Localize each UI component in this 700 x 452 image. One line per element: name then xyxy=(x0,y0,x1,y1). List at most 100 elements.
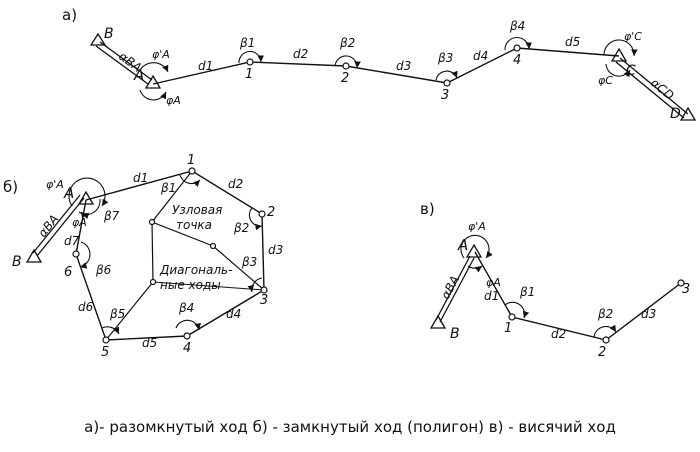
angle-phi-a-prime-label: φ'A xyxy=(46,178,64,191)
angle-phi-a-label: φA xyxy=(72,216,87,229)
panel-c-initial-side xyxy=(435,255,475,323)
angle-beta4-label: β4 xyxy=(178,301,194,315)
station-3-marker xyxy=(443,79,451,87)
node-point-label-line-2: точка xyxy=(176,218,212,232)
panel-a-label: а) xyxy=(62,6,77,24)
side-d5-label: d5 xyxy=(565,35,580,49)
station-6-label: 6 xyxy=(64,265,72,280)
side-d5-label: d5 xyxy=(142,336,157,350)
station-1-label: 1 xyxy=(245,67,253,82)
point-a-label: A xyxy=(133,66,144,84)
angle-beta6-arc xyxy=(79,241,91,269)
node-point-marker xyxy=(148,218,156,226)
station-2-marker xyxy=(602,336,610,344)
side-d7-label: d7 xyxy=(64,234,80,248)
side-d1-label: d1 xyxy=(133,171,148,185)
diagonal-label-line-2: ные ходы xyxy=(160,278,221,292)
angle-beta4-arc xyxy=(175,319,201,331)
side-d3-label: d3 xyxy=(268,243,283,257)
point-a-label: A xyxy=(457,236,468,254)
point-c-triangle-icon xyxy=(610,47,628,62)
point-b-label: B xyxy=(12,254,22,270)
station-6-marker xyxy=(72,250,80,258)
station-4-marker xyxy=(513,44,521,52)
diagonal-point-marker xyxy=(209,242,217,250)
angle-beta1-label: β1 xyxy=(160,181,176,195)
panel-b-initial-side xyxy=(32,194,85,257)
angle-beta1-arc xyxy=(179,174,201,188)
angle-beta2-arc xyxy=(248,207,263,231)
angle-phi-a-prime-arc xyxy=(68,177,109,207)
panel-c-traverse-line xyxy=(474,251,682,341)
angle-beta1-label: β1 xyxy=(239,36,255,50)
dir-angle-alpha-cd-label: αCD xyxy=(648,76,677,103)
angle-beta3-label: β3 xyxy=(241,255,257,269)
angle-beta5-label: β5 xyxy=(109,307,125,321)
angle-beta2-label: β2 xyxy=(233,221,249,235)
angle-phi-a-label: φA xyxy=(486,276,501,289)
station-3-marker xyxy=(677,279,685,287)
station-3-label: 3 xyxy=(682,282,690,297)
panel-b-label: б) xyxy=(3,178,18,196)
point-b-triangle-icon xyxy=(25,248,43,263)
angle-beta5-arc xyxy=(101,326,120,335)
angle-phi-c-label: φC xyxy=(598,74,613,87)
angle-phi-a-prime-label: φ'A xyxy=(468,220,486,233)
station-2-label: 2 xyxy=(341,71,349,86)
station-1-label: 1 xyxy=(187,153,195,168)
point-a-label: A xyxy=(63,184,74,202)
station-4-label: 4 xyxy=(513,53,521,68)
station-1-label: 1 xyxy=(504,321,512,336)
side-d4-label: d4 xyxy=(226,307,241,321)
side-d1-label: d1 xyxy=(484,289,499,303)
side-d2-label: d2 xyxy=(551,327,566,341)
station-5-marker xyxy=(102,336,110,344)
side-d1-label: d1 xyxy=(198,59,213,73)
side-d6-label: d6 xyxy=(78,300,94,314)
angle-beta7-label: β7 xyxy=(103,209,120,223)
point-a-triangle-icon xyxy=(77,190,95,205)
station-3-marker xyxy=(260,286,268,294)
angle-beta3-arc xyxy=(435,70,458,81)
angle-beta2-label: β2 xyxy=(339,36,355,50)
node-point-label-line-1: Узловая xyxy=(172,203,222,217)
figure-caption: а)- разомкнутый ход б) - замкнутый ход (… xyxy=(84,418,616,436)
point-b-label: B xyxy=(450,326,460,342)
point-b-label: B xyxy=(104,26,114,42)
angle-beta6-label: β6 xyxy=(95,263,112,277)
panel-c-hanging-traverse: в) A B 1 2 3 d1 d2 d3 β1 xyxy=(420,200,690,360)
side-d3-label: d3 xyxy=(641,307,656,321)
side-d2-label: d2 xyxy=(228,177,243,191)
angle-beta4-arc xyxy=(504,36,533,51)
station-3-label: 3 xyxy=(260,293,268,308)
station-1-marker xyxy=(188,167,196,175)
station-1-marker xyxy=(508,313,516,321)
angle-phi-a-arc xyxy=(139,89,167,101)
panel-a-initial-side xyxy=(95,41,153,85)
point-a-triangle-icon xyxy=(465,243,483,258)
angle-phi-c-prime-arc xyxy=(603,39,638,57)
angle-beta4-label: β4 xyxy=(509,19,525,33)
diagonal-label-line-1: Диагональ- xyxy=(159,263,232,277)
side-d2-label: d2 xyxy=(293,47,308,61)
side-d4-label: d4 xyxy=(473,49,488,63)
panel-b-closed-traverse: б) xyxy=(3,153,283,360)
panel-a-open-traverse: а) xyxy=(62,6,697,122)
angle-beta2-arc xyxy=(593,324,617,338)
station-2-marker xyxy=(342,62,350,70)
angle-phi-a-label: φA xyxy=(166,94,181,107)
station-5-label: 5 xyxy=(101,345,109,360)
station-4-marker xyxy=(183,332,191,340)
angle-phi-a-prime-arc xyxy=(139,62,169,73)
angle-beta1-label: β1 xyxy=(519,285,535,299)
angle-beta3-label: β3 xyxy=(437,51,453,65)
angle-beta2-label: β2 xyxy=(597,307,613,321)
station-2-marker xyxy=(258,210,266,218)
station-2-label: 2 xyxy=(598,345,606,360)
panel-a-traverse-line xyxy=(152,47,620,85)
diagonal-point-marker xyxy=(149,278,157,286)
side-d3-label: d3 xyxy=(396,59,411,73)
angle-phi-a-prime-arc xyxy=(460,234,493,259)
dir-angle-alpha-ba-label: αBA xyxy=(35,212,61,240)
